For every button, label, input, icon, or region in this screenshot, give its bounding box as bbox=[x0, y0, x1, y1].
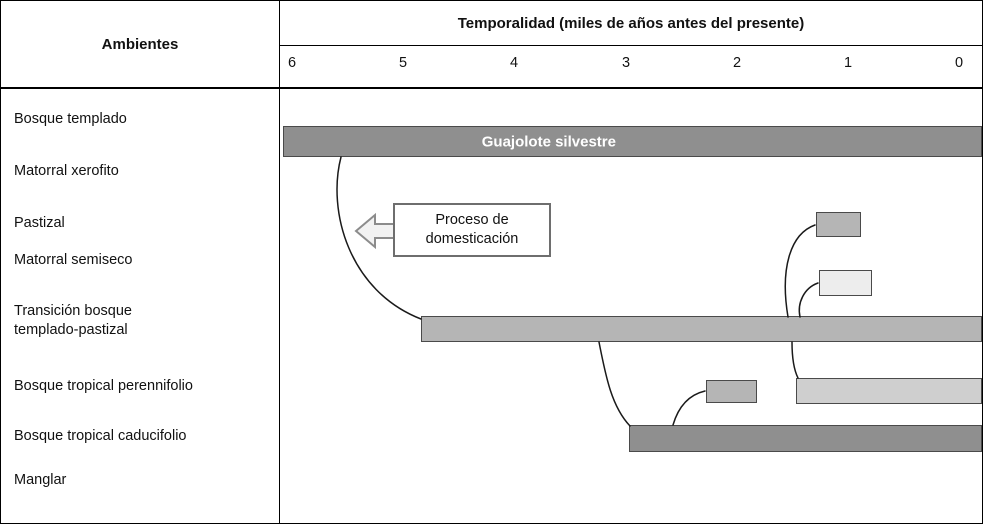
tick-5: 5 bbox=[398, 55, 408, 71]
tick-4: 4 bbox=[509, 55, 519, 71]
connector-transicion-to-perennifolio-late bbox=[791, 341, 799, 379]
env-label-bosque-tropical-caducifolio: Bosque tropical caducifolio bbox=[14, 428, 187, 444]
env-label-pastizal: Pastizal bbox=[14, 215, 65, 231]
title-separator-line bbox=[279, 45, 982, 46]
ambientes-header-cell: Ambientes bbox=[1, 1, 279, 87]
guajolote-silvestre-label: Guajolote silvestre bbox=[481, 133, 616, 150]
connector-caducifolio-to-perennifolio-early bbox=[672, 390, 706, 426]
tick-2: 2 bbox=[732, 55, 742, 71]
domestication-left-arrow-icon bbox=[354, 212, 395, 250]
env-label-matorral-semiseco: Matorral semiseco bbox=[14, 252, 133, 268]
connector-transicion-to-caducifolio bbox=[598, 341, 631, 427]
proceso-domesticacion-box: Proceso de domesticación bbox=[393, 203, 551, 257]
tick-3: 3 bbox=[621, 55, 631, 71]
bar-guajolote-silvestre: Guajolote silvestre bbox=[283, 126, 982, 157]
env-label-bosque-tropical-perennifolio: Bosque tropical perennifolio bbox=[14, 378, 193, 394]
time-axis: 6 5 4 3 2 1 0 bbox=[280, 46, 982, 87]
temporalidad-header-label: Temporalidad (miles de años antes del pr… bbox=[457, 14, 805, 32]
bar-bosque-tropical-perennifolio-early bbox=[706, 380, 757, 403]
env-label-manglar: Manglar bbox=[14, 472, 67, 488]
tick-0: 0 bbox=[954, 55, 964, 71]
column-divider-line bbox=[279, 1, 280, 523]
ambientes-header-label: Ambientes bbox=[101, 35, 179, 53]
tick-6: 6 bbox=[287, 55, 297, 71]
tick-1: 1 bbox=[843, 55, 853, 71]
header-separator-line bbox=[1, 87, 982, 89]
bar-bosque-tropical-caducifolio bbox=[629, 425, 982, 452]
connector-transicion-to-matorral-semiseco bbox=[798, 282, 819, 318]
bar-matorral-semiseco bbox=[819, 270, 872, 296]
connector-transicion-to-pastizal bbox=[784, 224, 816, 318]
bar-transicion-bosque-templado-pastizal bbox=[421, 316, 982, 342]
env-label-matorral-xerofito: Matorral xerofito bbox=[14, 163, 119, 179]
env-label-bosque-templado: Bosque templado bbox=[14, 111, 127, 127]
env-label-transicion-bosque-templado-pastizal: Transición bosque templado-pastizal bbox=[14, 303, 132, 338]
bar-pastizal bbox=[816, 212, 861, 237]
bar-bosque-tropical-perennifolio-late bbox=[796, 378, 982, 404]
proceso-domesticacion-label: Proceso de domesticación bbox=[425, 212, 519, 247]
